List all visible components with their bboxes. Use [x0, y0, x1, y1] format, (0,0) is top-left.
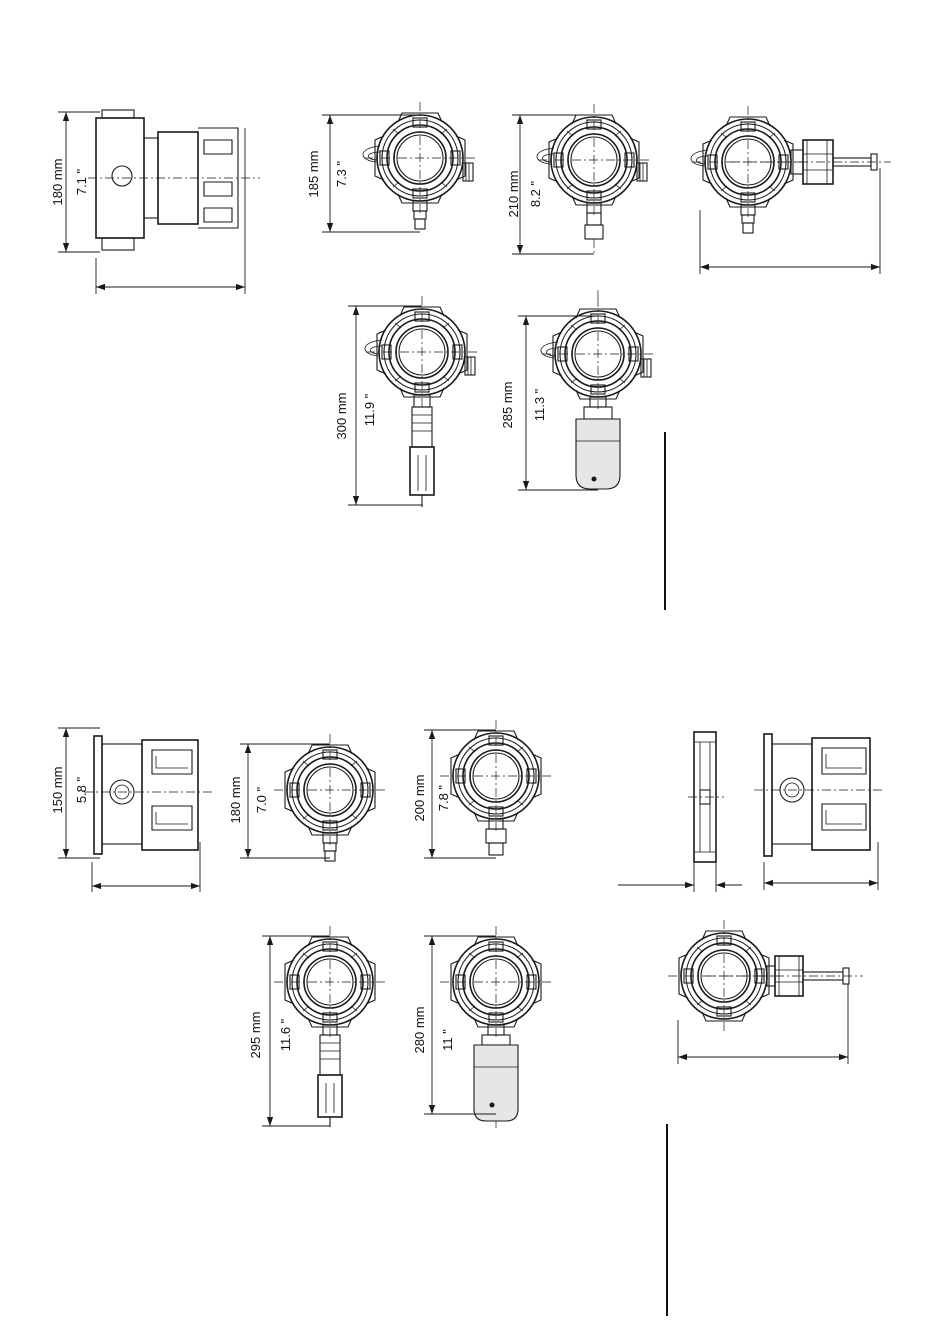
dim-label-inch: 5.8 " — [74, 776, 89, 803]
dim-label-mm: 180 mm — [228, 777, 243, 824]
dim-label-inch: 7.8 " — [436, 784, 451, 811]
dim-label-mm: 150 mm — [50, 767, 65, 814]
dim-label-inch: 7.0 " — [254, 786, 269, 813]
view-l-front-probe: 295 mm 11.6 " — [248, 926, 386, 1127]
dim-label-mm: 210 mm — [506, 171, 521, 218]
view-n-front-sensor — [668, 920, 863, 1064]
view-c-front: 210 mm 8.2 " — [506, 104, 650, 255]
view-h-front: 180 mm 7.0 " — [228, 734, 386, 861]
view-f-front-sensor-head: 285 mm 11.3 " — [500, 290, 654, 490]
dim-label-inch: 7.1 " — [74, 168, 89, 195]
view-i-front: 200 mm 7.8 " — [412, 720, 552, 858]
view-b-front: 185 mm 7.3 " — [306, 102, 476, 232]
dim-label-mm: 295 mm — [248, 1012, 263, 1059]
dim-label-mm: 185 mm — [306, 151, 321, 198]
view-m-front-sensor-head: 280 mm 11 " — [412, 926, 552, 1128]
dim-label-mm: 200 mm — [412, 775, 427, 822]
dim-label-mm: 285 mm — [500, 382, 515, 429]
dim-label-mm: 300 mm — [334, 393, 349, 440]
dim-label-mm: 280 mm — [412, 1007, 427, 1054]
view-e-front-probe: 300 mm 11.9 " — [334, 296, 478, 507]
view-g-side: 150 mm 5.8 " — [50, 728, 212, 892]
dim-label-inch: 11.9 " — [362, 393, 377, 426]
dim-label-inch: 8.2 " — [528, 180, 543, 207]
dim-label-inch: 7.3 " — [334, 160, 349, 187]
dim-label-inch: 11 " — [440, 1029, 455, 1051]
view-k-side — [754, 734, 884, 890]
view-a-side: 180 mm 7.1 " — [50, 110, 260, 294]
view-d-front-sensor — [691, 106, 891, 274]
dim-label-mm: 180 mm — [50, 159, 65, 206]
view-j-section — [618, 732, 742, 892]
dim-label-inch: 11.3 " — [532, 388, 547, 421]
dim-label-inch: 11.6 " — [278, 1018, 293, 1051]
